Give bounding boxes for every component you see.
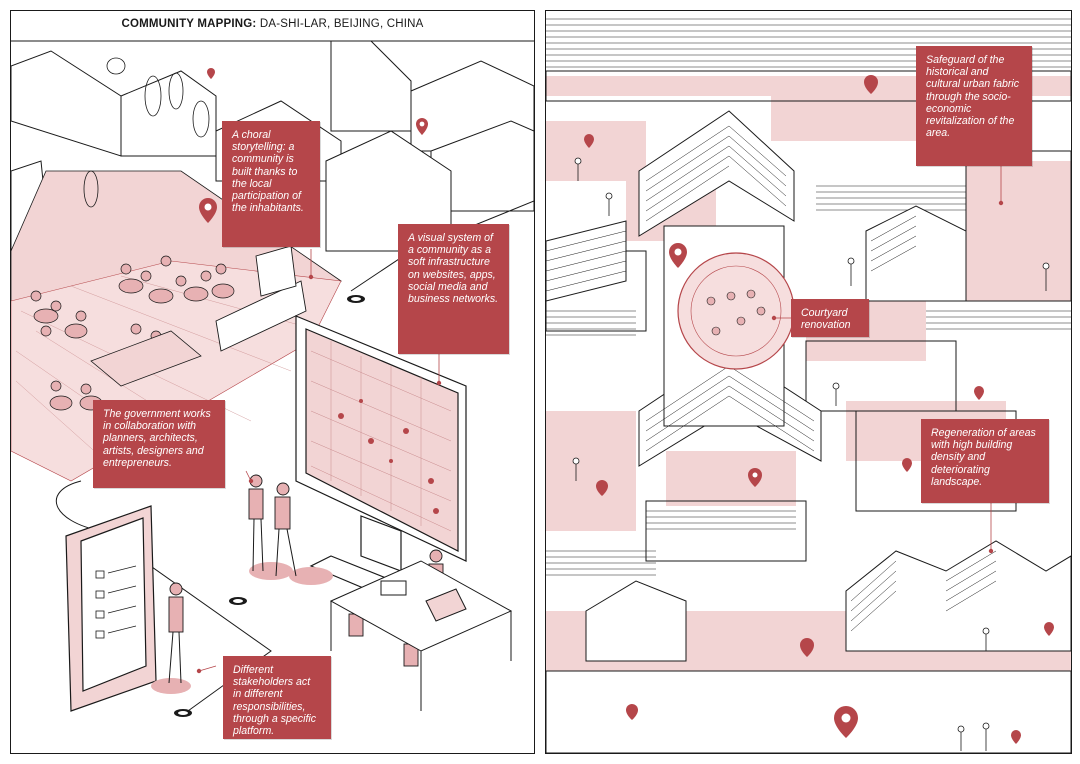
right-illustration-panel: Safeguard of the historical and cultural… (545, 10, 1072, 754)
callout-stakeholders: Different stakeholders act in different … (223, 656, 331, 739)
left-illustration-panel: A choral storytelling: a community is bu… (10, 10, 535, 754)
title-location: DA-SHI-LAR, BEIJING, CHINA (256, 18, 424, 30)
callout-government: The government works in collaboration wi… (93, 400, 225, 488)
callout-choral-storytelling: A choral storytelling: a community is bu… (222, 121, 320, 247)
page-title: COMMUNITY MAPPING: DA-SHI-LAR, BEIJING, … (10, 18, 535, 30)
urban-fabric-illustration (546, 18, 1071, 753)
callout-courtyard-renovation: Courtyard renovation (791, 299, 869, 337)
title-bold: COMMUNITY MAPPING: (121, 18, 257, 30)
callout-visual-system: A visual system of a community as a soft… (398, 224, 509, 354)
callout-regeneration: Regeneration of areas with high building… (921, 419, 1049, 503)
community-mapping-illustration (11, 40, 534, 717)
callout-safeguard: Safeguard of the historical and cultural… (916, 46, 1032, 166)
